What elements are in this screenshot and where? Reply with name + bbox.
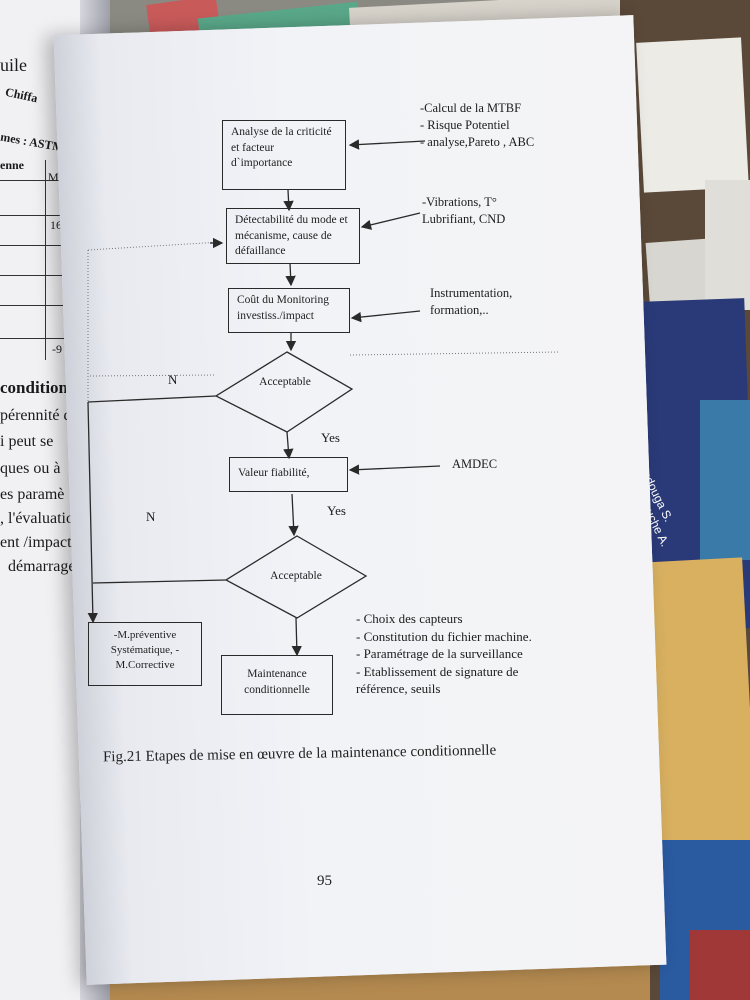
left-page-text: -9 (52, 342, 62, 356)
flowchart-label-n: N (168, 372, 178, 387)
flowchart-note-amdec: AMDEC (452, 457, 498, 471)
background-book (705, 180, 750, 310)
flowchart-note-sensors: - Choix des capteurs - Constitution du f… (356, 611, 532, 697)
left-page-text: es paramè (0, 486, 65, 503)
left-page-text: démarrage d (8, 558, 88, 575)
flowchart-note-mtbf: -Calcul de la MTBF - Risque Potentiel - … (420, 101, 535, 149)
left-page-text: , l'évaluation (0, 510, 82, 527)
flowchart-box-criticality: Analyse de la criticité et facteur d`imp… (222, 120, 346, 190)
flowchart-label-yes: Yes (321, 430, 340, 445)
flowchart-box-preventive-corrective: -M.préventive Systématique, -M.Correctiv… (88, 622, 202, 686)
left-page-text: uile (0, 55, 27, 75)
flowchart-label-yes: Yes (327, 503, 346, 518)
background-book-teal (700, 400, 750, 560)
left-page-text: conditionn (0, 378, 78, 397)
flowchart-decision-acceptable-1: Acceptable (259, 376, 311, 388)
left-page-text: ques ou à (0, 460, 61, 477)
left-page-text: 16 (50, 218, 62, 232)
page-number: 95 (317, 873, 332, 889)
left-page-text: ent /impact (0, 534, 72, 551)
left-page-text: enne (0, 158, 24, 172)
flowchart-box-conditional-maintenance: Maintenance conditionnelle (221, 655, 333, 715)
left-page-text: i peut se (0, 433, 54, 450)
flowchart-note-instrumentation: Instrumentation, formation,.. (430, 286, 513, 317)
left-page-table (0, 160, 78, 360)
background-book-red (690, 930, 750, 1000)
left-page-text: pérennité da (0, 407, 79, 424)
flowchart-box-detectability: Détectabilité du mode et mécanisme, caus… (226, 208, 360, 264)
flowchart-label-n: N (146, 509, 156, 524)
flowchart-box-reliability: Valeur fiabilité, (229, 457, 348, 492)
flowchart-decision-acceptable-2: Acceptable (270, 570, 322, 582)
flowchart-note-vibrations: -Vibrations, T° Lubrifiant, CND (422, 195, 506, 226)
flowchart-box-monitoring-cost: Coût du Monitoring investiss./impact (228, 288, 350, 333)
